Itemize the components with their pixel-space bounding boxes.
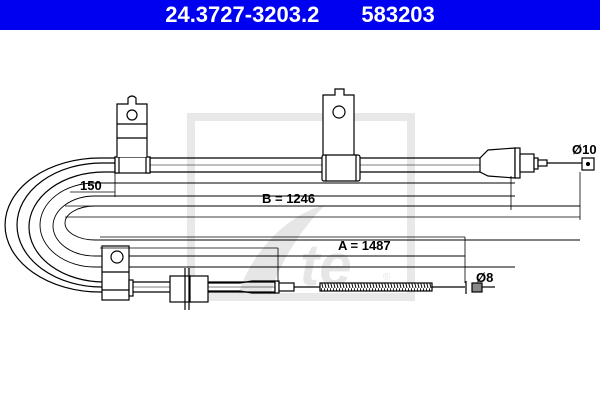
part-number: 24.3727-3203.2: [165, 2, 320, 27]
dimension-150-label: 150: [80, 178, 102, 193]
dimension-lines: [65, 172, 581, 283]
dimension-a-label: A = 1487: [338, 238, 391, 253]
svg-text:®: ®: [383, 272, 391, 283]
cable-drawing: te ®: [0, 30, 600, 400]
reference-number: 583203: [361, 2, 435, 27]
lower-cable: [101, 245, 495, 310]
part-header: 24.3727-3203.2 583203: [0, 0, 600, 30]
upper-cable: [114, 88, 595, 182]
watermark-frame: [187, 113, 415, 301]
diameter-10-label: Ø10: [572, 142, 597, 157]
dimension-b-label: B = 1246: [262, 191, 316, 206]
diameter-8-label: Ø8: [476, 270, 494, 285]
cable-u-bend: [4, 157, 580, 293]
cable-drawing-svg: te ®: [4, 88, 595, 310]
